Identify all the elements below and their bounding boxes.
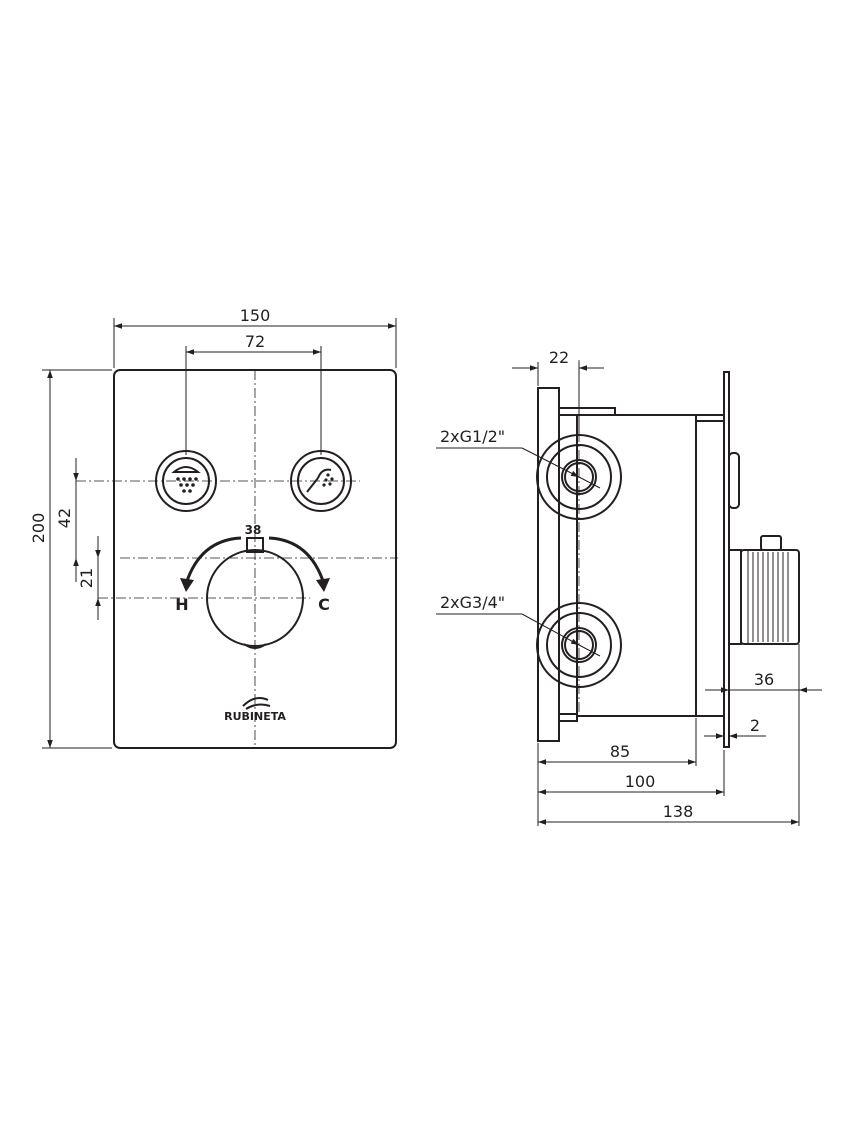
svg-text:138: 138 [663,802,694,821]
svg-text:RUBINETA: RUBINETA [224,710,286,723]
rear-section [695,414,725,717]
svg-text:150: 150 [240,306,271,325]
valve-body [576,414,697,717]
dimension-button-offset: 42 [55,458,79,582]
cold-label: C [318,595,330,614]
side-view: 2xG1/2" 2xG3/4" 22 36 [436,348,822,826]
hot-arrow-icon [180,578,194,592]
hand-shower-icon [306,468,334,493]
svg-text:72: 72 [245,332,265,351]
svg-text:100: 100 [625,772,656,791]
svg-text:2xG1/2": 2xG1/2" [440,427,505,446]
overhead-shower-icon [171,466,201,493]
brand-logo: RUBINETA [224,697,286,723]
hot-label: H [175,595,188,614]
dimension-overall-depth: 138 [538,646,800,826]
dimension-body-depth: 85 [537,718,697,826]
upper-connection-label: 2xG1/2" [436,427,601,489]
dimension-button-spacing: 72 [185,332,322,455]
dimension-knob-projection: 36 [705,644,822,694]
dimension-plate-thickness: 2 [704,716,766,748]
svg-text:200: 200 [29,513,48,544]
svg-text:2: 2 [750,716,760,735]
thermostat-cartridge [728,535,800,645]
rear-cap [728,452,740,509]
dimension-knob-offset: 21 [77,536,101,620]
logo-mark-icon [242,697,269,707]
temperature-arc [180,536,330,592]
lower-connection-label: 2xG3/4" [436,593,601,657]
svg-text:42: 42 [55,508,74,528]
svg-text:21: 21 [77,568,96,588]
dimension-overall-width: 150 [113,306,397,368]
temperature-label: 38 [245,523,262,537]
svg-text:22: 22 [549,348,569,367]
dimension-overall-height: 200 [29,369,112,749]
thermostat-knob[interactable] [206,537,304,649]
lower-lip-plate [558,713,578,722]
cold-arrow-icon [316,578,330,592]
svg-text:85: 85 [610,742,630,761]
svg-text:2xG3/4": 2xG3/4" [440,593,505,612]
front-view: 38 H C RUBINETA 150 72 200 [29,306,398,749]
upper-lip-plate [558,407,616,416]
svg-text:36: 36 [754,670,774,689]
dimension-flange-width: 22 [512,348,604,434]
dimension-depth-to-wall: 100 [538,750,725,796]
